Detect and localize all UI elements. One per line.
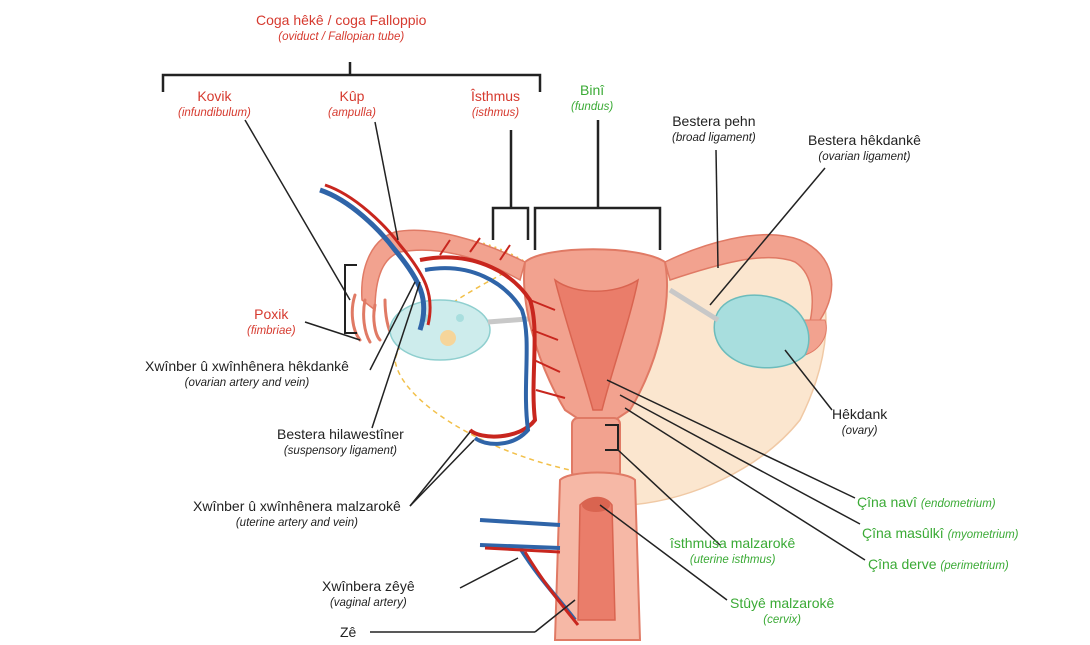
left-ovary-follicle bbox=[440, 330, 456, 346]
uterine-isthmus-bracket bbox=[605, 424, 619, 451]
label-ovarian-artery: Xwînber û xwînhênera hêkdankê (ovarian a… bbox=[145, 358, 349, 390]
label-myometrium-main: Çîna masûlkî bbox=[862, 525, 948, 541]
label-uterine-artery-main: Xwînber û xwînhênera malzarokê bbox=[193, 498, 401, 514]
uterine-vein bbox=[424, 266, 531, 446]
label-perimetrium-main: Çîna derve bbox=[868, 556, 941, 572]
label-ovarian-ligament-main: Bestera hêkdankê bbox=[808, 132, 921, 148]
label-fundus-sub: (fundus) bbox=[571, 100, 614, 113]
isthmus-bracket bbox=[491, 130, 530, 240]
external-os bbox=[582, 498, 610, 512]
label-vaginal-artery-main: Xwînbera zêyê bbox=[322, 578, 415, 594]
uterine-artery bbox=[419, 255, 538, 439]
label-uterine-isthmus-main: îsthmusa malzarokê bbox=[670, 535, 796, 551]
label-ampulla: Kûp (ampulla) bbox=[328, 88, 376, 120]
label-oviduct-sub: (oviduct / Fallopian tube) bbox=[278, 30, 405, 43]
label-ampulla-main: Kûp bbox=[339, 88, 365, 104]
uterine-cavity bbox=[553, 278, 640, 411]
label-perimetrium-sub: (perimetrium) bbox=[940, 560, 1009, 572]
label-ovarian-artery-sub: (ovarian artery and vein) bbox=[184, 376, 310, 389]
label-fimbriae-sub: (fimbriae) bbox=[247, 324, 296, 337]
label-uterine-artery: Xwînber û xwînhênera malzarokê (uterine … bbox=[193, 498, 401, 530]
label-oviduct-main: Coga hêkê / coga Falloppio bbox=[256, 12, 427, 28]
label-ovarian-ligament: Bestera hêkdankê (ovarian ligament) bbox=[808, 132, 921, 164]
label-ovary: Hêkdank (ovary) bbox=[832, 406, 887, 438]
label-ampulla-sub: (ampulla) bbox=[328, 106, 376, 119]
vaginal-artery-line bbox=[484, 546, 580, 626]
label-isthmus: Îsthmus (isthmus) bbox=[471, 88, 520, 120]
left-ovary-follicle bbox=[456, 314, 464, 322]
label-broad-ligament-sub: (broad ligament) bbox=[672, 131, 756, 144]
label-fundus-main: Binî bbox=[580, 82, 605, 98]
label-ovary-main: Hêkdank bbox=[832, 406, 888, 422]
label-infundibulum-main: Kovik bbox=[197, 88, 232, 104]
label-broad-ligament-main: Bestera pehn bbox=[672, 113, 756, 129]
label-suspensory-ligament: Bestera hilawestîner (suspensory ligamen… bbox=[277, 426, 404, 458]
label-fundus: Binî (fundus) bbox=[571, 82, 613, 114]
cervical-canal bbox=[577, 496, 616, 621]
label-oviduct: Coga hêkê / coga Falloppio (oviduct / Fa… bbox=[256, 12, 426, 44]
label-endometrium-sub: (endometrium) bbox=[920, 498, 996, 510]
label-fimbriae: Poxik (fimbriae) bbox=[247, 306, 296, 338]
label-broad-ligament: Bestera pehn (broad ligament) bbox=[672, 113, 756, 145]
oviduct-bracket bbox=[161, 62, 542, 92]
label-infundibulum: Kovik (infundibulum) bbox=[178, 88, 251, 120]
label-ovarian-artery-main: Xwînber û xwînhênera hêkdankê bbox=[145, 358, 349, 374]
label-endometrium: Çîna navî (endometrium) bbox=[857, 493, 996, 513]
ovarian-artery bbox=[324, 183, 432, 326]
label-vagina-main: Zê bbox=[340, 624, 357, 640]
label-vaginal-artery: Xwînbera zêyê (vaginal artery) bbox=[322, 578, 415, 610]
leader-lines bbox=[244, 119, 866, 633]
broad-ligament-outline-left bbox=[394, 264, 571, 471]
uterine-isthmus-shape bbox=[571, 417, 621, 479]
ovarian-vein bbox=[319, 187, 427, 331]
fimbriae-bracket bbox=[344, 264, 357, 334]
right-ovary bbox=[713, 294, 810, 369]
label-suspensory-main: Bestera hilawestîner bbox=[277, 426, 404, 442]
label-ovarian-ligament-sub: (ovarian ligament) bbox=[818, 150, 911, 163]
label-uterine-artery-sub: (uterine artery and vein) bbox=[235, 516, 358, 529]
label-myometrium: Çîna masûlkî (myometrium) bbox=[862, 524, 1019, 544]
label-suspensory-sub: (suspensory ligament) bbox=[283, 444, 397, 457]
label-uterine-isthmus: îsthmusa malzarokê (uterine isthmus) bbox=[670, 535, 795, 567]
label-isthmus-main: Îsthmus bbox=[471, 88, 521, 104]
label-vagina: Zê bbox=[340, 624, 356, 642]
label-cervix-sub: (cervix) bbox=[763, 613, 801, 626]
label-vaginal-artery-sub: (vaginal artery) bbox=[329, 596, 407, 609]
label-perimetrium: Çîna derve (perimetrium) bbox=[868, 555, 1009, 575]
label-cervix-main: Stûyê malzarokê bbox=[730, 595, 835, 611]
label-cervix: Stûyê malzarokê (cervix) bbox=[730, 595, 834, 627]
label-uterine-isthmus-sub: (uterine isthmus) bbox=[689, 553, 776, 566]
label-endometrium-main: Çîna navî bbox=[857, 494, 921, 510]
label-isthmus-sub: (isthmus) bbox=[471, 106, 520, 119]
label-myometrium-sub: (myometrium) bbox=[947, 529, 1019, 541]
label-infundibulum-sub: (infundibulum) bbox=[178, 106, 251, 119]
fundus-bracket bbox=[533, 120, 662, 250]
left-fimbriae bbox=[350, 293, 394, 344]
label-fimbriae-main: Poxik bbox=[254, 306, 289, 322]
label-ovary-sub: (ovary) bbox=[841, 424, 878, 437]
uterine-branches bbox=[439, 237, 566, 399]
right-ovarian-ligament bbox=[668, 287, 720, 323]
